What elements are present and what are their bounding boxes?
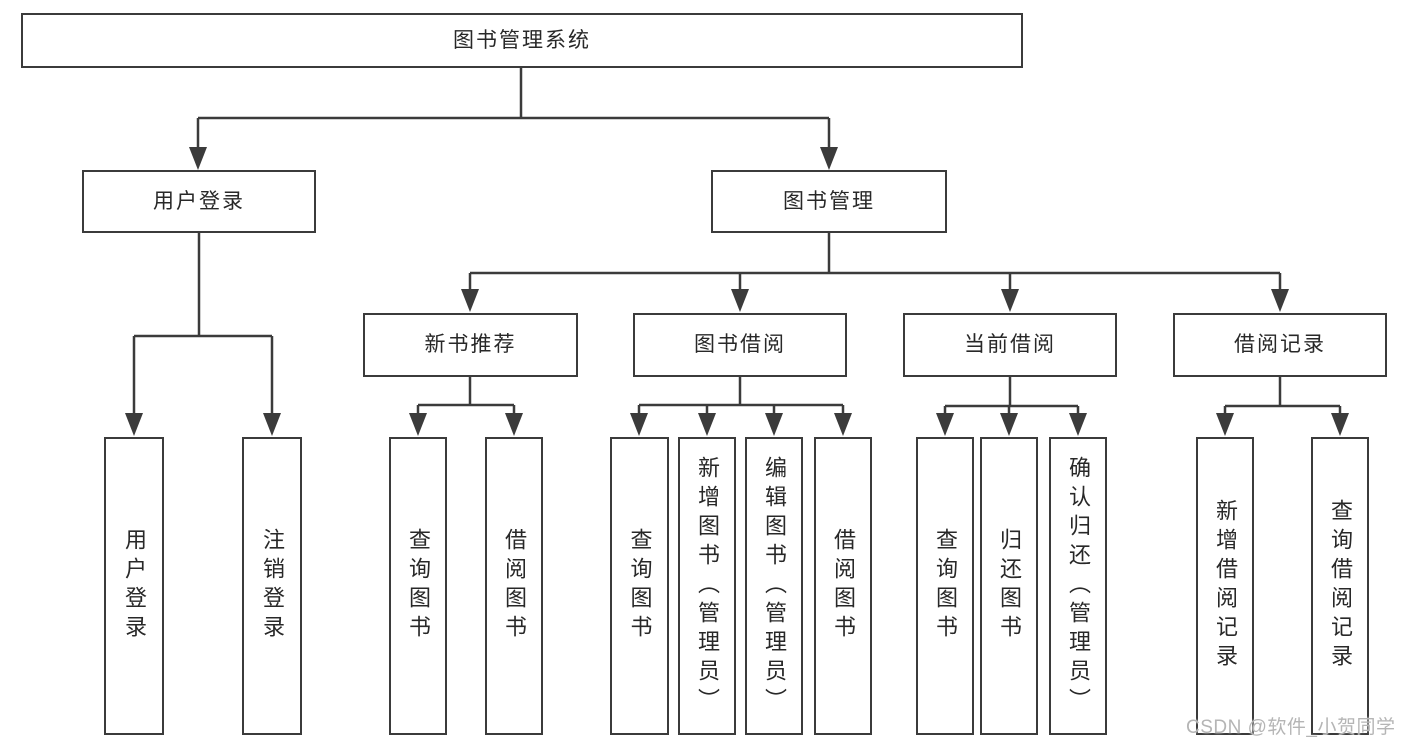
leaf-borrow-books-recommend: 借阅图书	[485, 437, 543, 735]
leaf-add-borrow-record: 新增借阅记录	[1196, 437, 1254, 735]
node-current-borrow: 当前借阅	[903, 313, 1117, 377]
leaf-user-login: 用户登录	[104, 437, 164, 735]
leaf-edit-book-admin: 编辑图书（管理员）	[745, 437, 803, 735]
arrowheads	[125, 147, 1349, 436]
node-root: 图书管理系统	[21, 13, 1023, 68]
watermark: CSDN @软件_小贺同学	[1186, 717, 1396, 738]
leaf-add-book-admin: 新增图书（管理员）	[678, 437, 736, 735]
leaf-query-books-borrow: 查询图书	[610, 437, 669, 735]
leaf-query-books-current: 查询图书	[916, 437, 974, 735]
node-book-borrow: 图书借阅	[633, 313, 847, 377]
leaf-return-books: 归还图书	[980, 437, 1038, 735]
leaf-borrow-books: 借阅图书	[814, 437, 872, 735]
node-borrow-records: 借阅记录	[1173, 313, 1387, 377]
leaf-logout: 注销登录	[242, 437, 302, 735]
leaf-query-borrow-record: 查询借阅记录	[1311, 437, 1369, 735]
node-book-management: 图书管理	[711, 170, 947, 233]
leaf-query-books-recommend: 查询图书	[389, 437, 447, 735]
node-new-book-recommend: 新书推荐	[363, 313, 578, 377]
leaf-confirm-return-admin: 确认归还（管理员）	[1049, 437, 1107, 735]
connector-paths	[132, 66, 1342, 415]
node-user-login: 用户登录	[82, 170, 316, 233]
